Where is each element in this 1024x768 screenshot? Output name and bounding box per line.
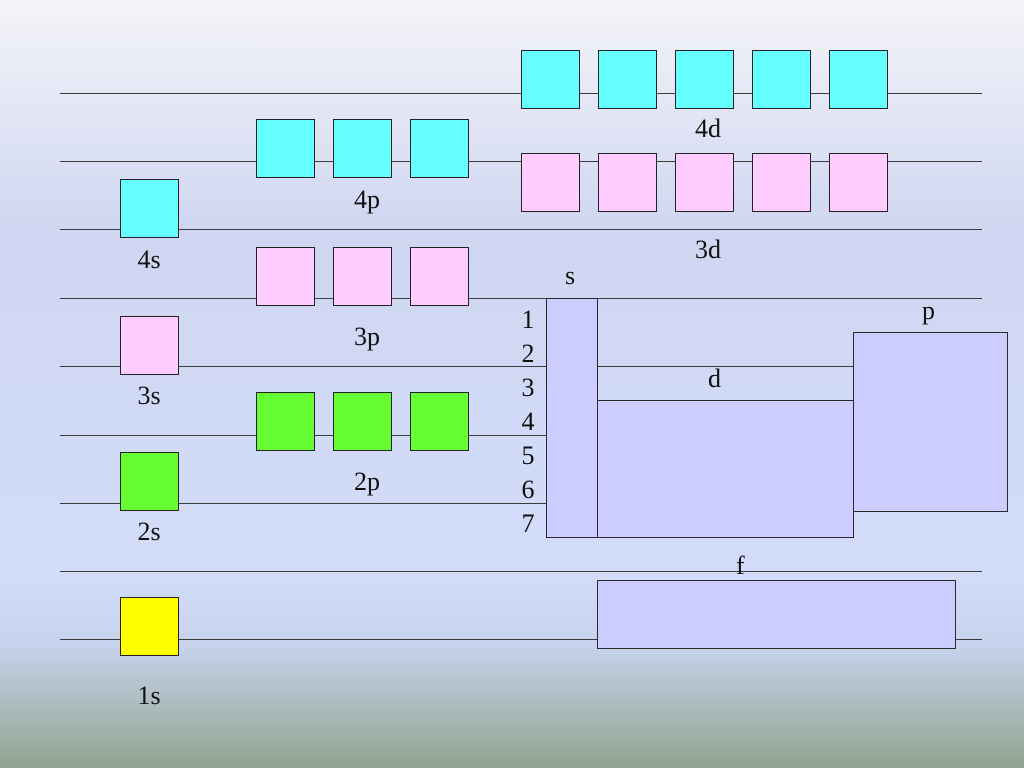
period-number: 1 bbox=[521, 305, 535, 334]
orbital-box bbox=[675, 153, 734, 212]
period-number: 7 bbox=[521, 509, 535, 538]
orbital-box bbox=[256, 119, 315, 178]
p-block-label: p bbox=[922, 296, 935, 325]
orbital-box bbox=[829, 153, 888, 212]
orbital-box bbox=[120, 316, 179, 375]
orbital-box bbox=[333, 247, 392, 306]
orbital-box bbox=[752, 153, 811, 212]
orbital-box bbox=[675, 50, 734, 109]
orbital-box bbox=[120, 179, 179, 238]
orbital-box bbox=[333, 392, 392, 451]
orbital-box bbox=[829, 50, 888, 109]
f-block-label: f bbox=[736, 551, 745, 580]
orbital-box bbox=[120, 452, 179, 511]
orbital-box bbox=[410, 247, 469, 306]
energy-level-line bbox=[60, 503, 982, 504]
sublevel-label: 4d bbox=[695, 114, 721, 143]
sublevel-label: 3p bbox=[354, 322, 380, 351]
sublevel-label: 2p bbox=[354, 467, 380, 496]
s-block bbox=[546, 298, 598, 538]
period-number: 2 bbox=[521, 339, 535, 368]
energy-level-line bbox=[60, 435, 982, 436]
sublevel-label: 2s bbox=[137, 517, 161, 546]
orbital-box bbox=[256, 392, 315, 451]
sublevel-label: 3d bbox=[695, 235, 721, 264]
energy-level-line bbox=[60, 298, 982, 299]
period-number: 3 bbox=[521, 373, 535, 402]
s-block-label: s bbox=[565, 261, 576, 290]
energy-level-line bbox=[60, 366, 982, 367]
d-block bbox=[597, 400, 854, 538]
orbital-box bbox=[521, 50, 580, 109]
energy-level-line bbox=[60, 639, 982, 640]
d-block-label: d bbox=[708, 364, 721, 393]
orbital-box bbox=[521, 153, 580, 212]
sublevel-label: 3s bbox=[137, 381, 161, 410]
period-number: 5 bbox=[521, 441, 535, 470]
sublevel-label: 4p bbox=[354, 185, 380, 214]
orbital-box bbox=[333, 119, 392, 178]
period-number: 4 bbox=[521, 407, 535, 436]
period-number: 6 bbox=[521, 475, 535, 504]
energy-level-line bbox=[60, 229, 982, 230]
orbital-box bbox=[598, 50, 657, 109]
sublevel-label: 4s bbox=[137, 245, 161, 274]
orbital-box bbox=[410, 119, 469, 178]
orbital-box bbox=[752, 50, 811, 109]
energy-level-line bbox=[60, 571, 982, 572]
p-block bbox=[853, 332, 1008, 512]
f-block bbox=[597, 580, 956, 649]
orbital-box bbox=[256, 247, 315, 306]
sublevel-label: 1s bbox=[137, 681, 161, 710]
orbital-box bbox=[120, 597, 179, 656]
orbital-box bbox=[410, 392, 469, 451]
orbital-box bbox=[598, 153, 657, 212]
